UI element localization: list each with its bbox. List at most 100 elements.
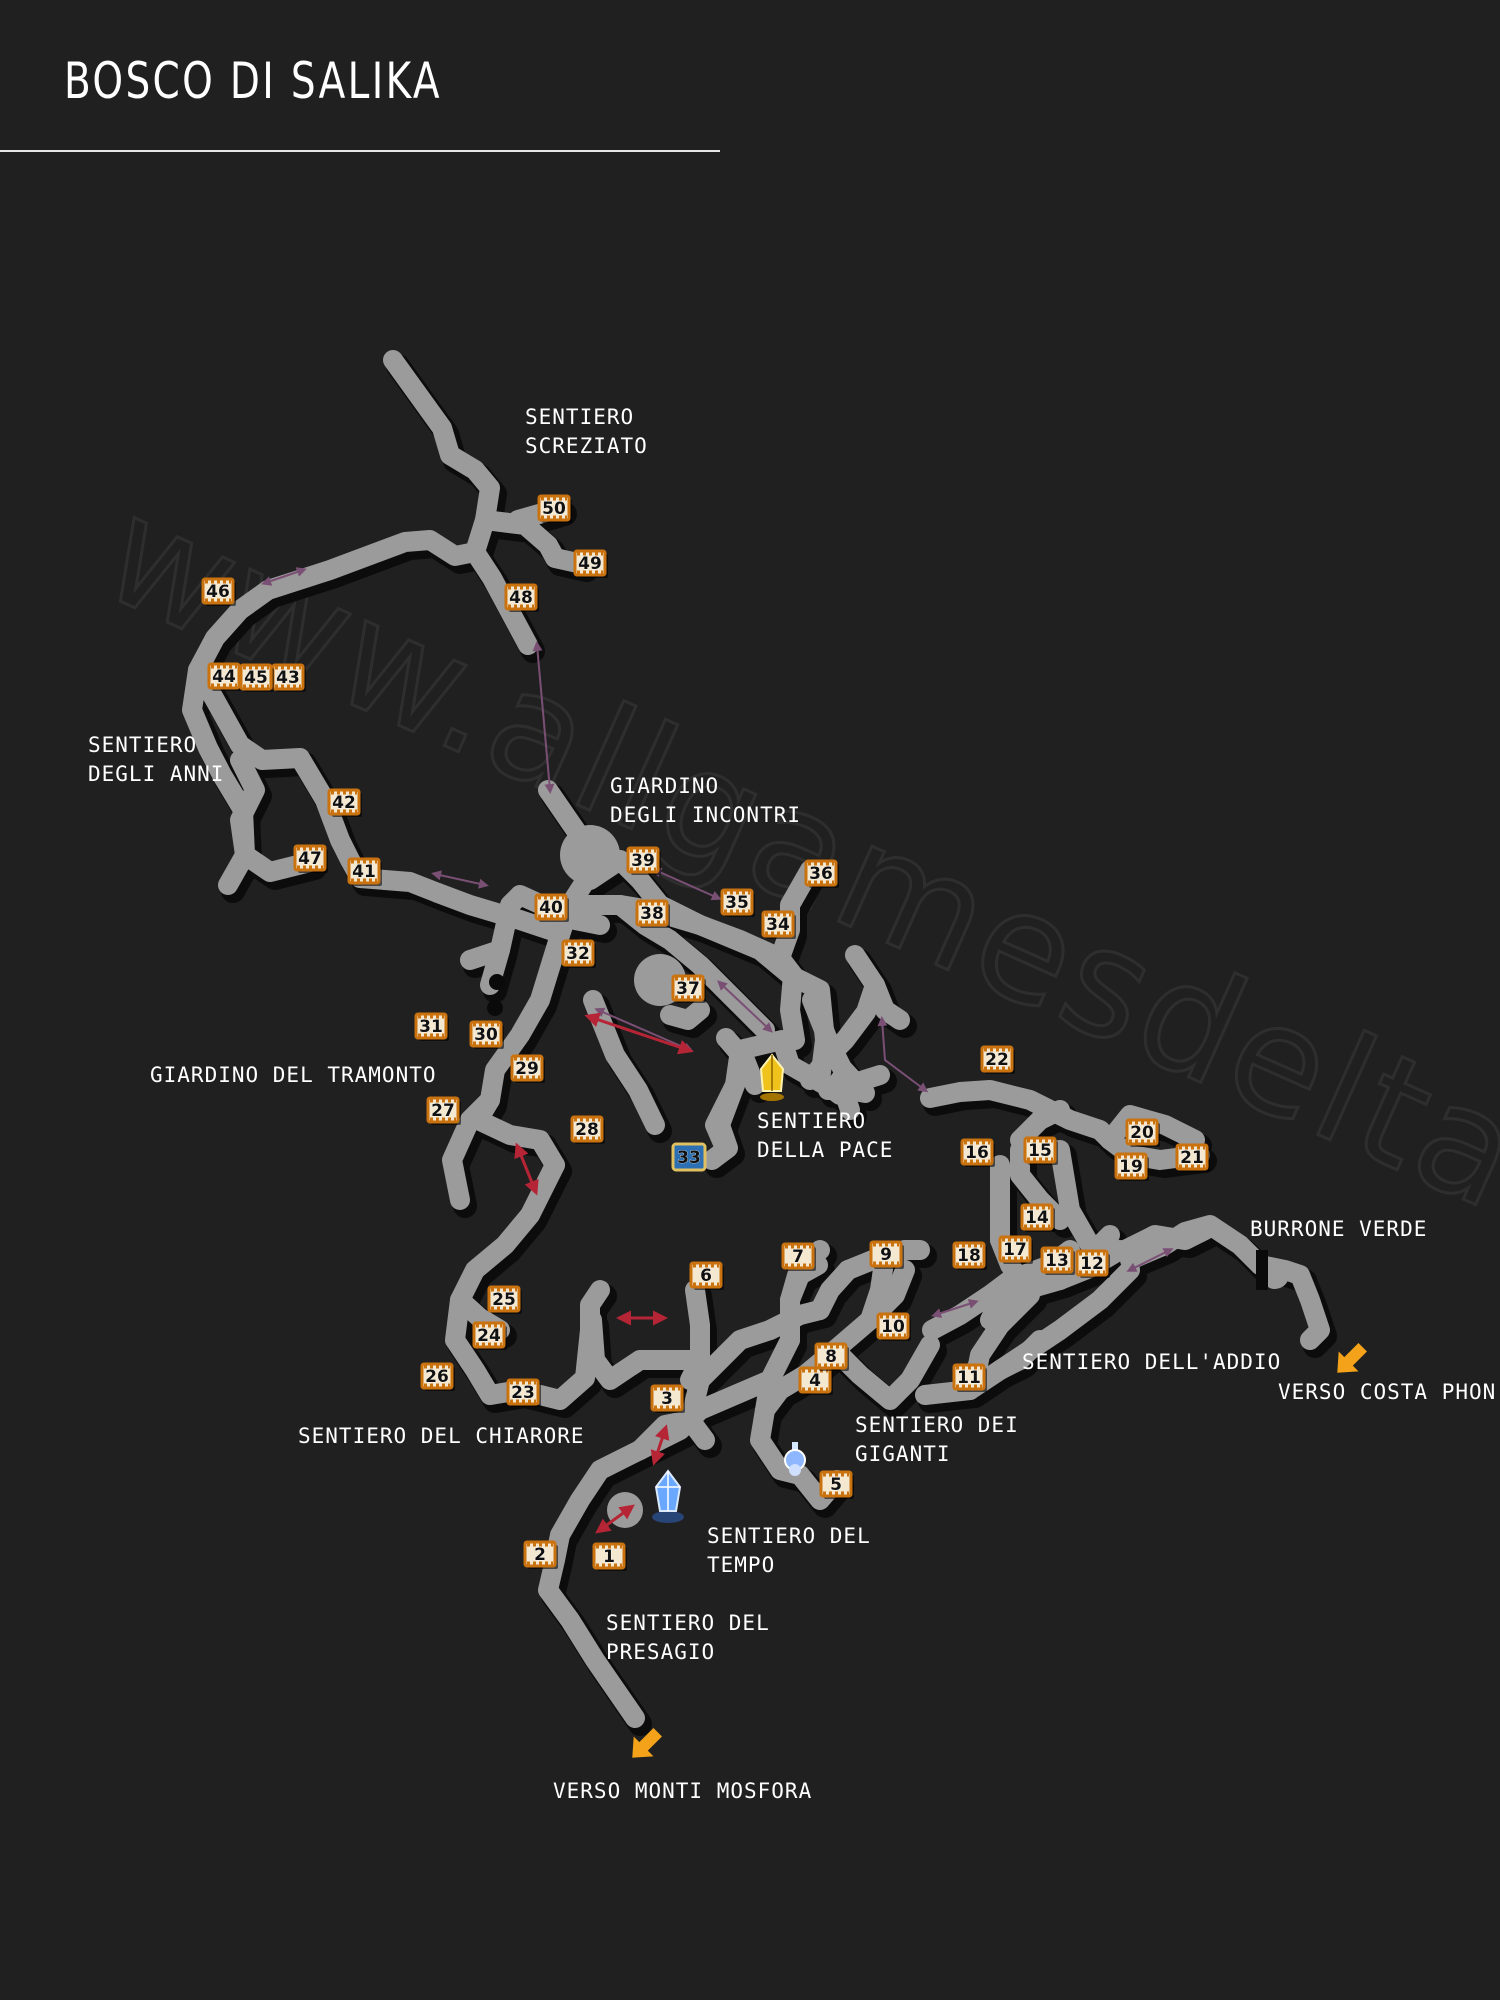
chest-marker-5[interactable]: 5 — [819, 1470, 854, 1499]
area-label-burrone-verde: BURRONE VERDE — [1250, 1217, 1427, 1241]
chest-marker-28[interactable]: 28 — [570, 1115, 605, 1144]
chest-marker-19[interactable]: 19 — [1114, 1152, 1149, 1181]
chest-marker-number: 9 — [880, 1245, 892, 1265]
map-icons — [622, 1053, 1372, 1767]
chest-marker-24[interactable]: 24 — [472, 1321, 507, 1350]
chest-marker-46[interactable]: 46 — [201, 577, 236, 606]
walkable-path — [428, 883, 560, 940]
chest-marker-number: 46 — [206, 582, 230, 602]
chest-marker-6[interactable]: 6 — [689, 1261, 724, 1290]
walkable-path — [230, 750, 320, 882]
chest-marker-1[interactable]: 1 — [592, 1542, 627, 1571]
chest-marker-32[interactable]: 32 — [561, 939, 596, 968]
chest-marker-12[interactable]: 12 — [1075, 1249, 1110, 1278]
area-label-line: TEMPO — [707, 1553, 775, 1577]
chest-marker-39[interactable]: 39 — [626, 846, 661, 875]
chest-marker-25[interactable]: 25 — [487, 1285, 522, 1314]
chest-marker-14[interactable]: 14 — [1020, 1203, 1055, 1232]
exit-arrow-costa-phon-icon[interactable] — [1327, 1337, 1372, 1382]
chest-marker-number: 32 — [566, 944, 590, 964]
exit-arrow-monti-mosfora-icon[interactable] — [622, 1722, 667, 1767]
chest-marker-20[interactable]: 20 — [1125, 1118, 1160, 1147]
chest-marker-21[interactable]: 21 — [1175, 1143, 1210, 1172]
chest-marker-26[interactable]: 26 — [420, 1362, 455, 1391]
area-label-giardino-del-tramonto: GIARDINO DEL TRAMONTO — [150, 1063, 437, 1087]
chest-marker-2[interactable]: 2 — [523, 1540, 558, 1569]
area-label-sentiero-della-pace: SENTIERO DELLA PACE — [757, 1109, 893, 1162]
chest-marker-number: 36 — [809, 864, 833, 884]
chest-marker-36[interactable]: 36 — [804, 859, 839, 888]
chest-marker-45[interactable]: 45 — [239, 663, 274, 692]
chest-marker-number: 5 — [830, 1475, 842, 1495]
area-label-line: DELLA PACE — [757, 1138, 893, 1162]
chest-marker-4[interactable]: 4 — [798, 1366, 833, 1395]
chest-marker-10[interactable]: 10 — [876, 1312, 911, 1341]
map-markers: 1234567891011121314151617181920212223242… — [201, 494, 1210, 1571]
chest-marker-15[interactable]: 15 — [1023, 1136, 1058, 1165]
gate-dot — [489, 974, 505, 990]
chest-marker-8[interactable]: 8 — [814, 1342, 849, 1371]
chest-marker-number: 44 — [212, 667, 236, 687]
area-label-verso-monti-mosfora: VERSO MONTI MOSFORA — [553, 1779, 812, 1803]
area-label-line: DEGLI INCONTRI — [610, 803, 801, 827]
chest-marker-11[interactable]: 11 — [952, 1363, 987, 1392]
area-label-line: BURRONE VERDE — [1250, 1217, 1427, 1241]
chest-marker-38[interactable]: 38 — [635, 899, 670, 928]
chest-marker-31[interactable]: 31 — [414, 1012, 449, 1041]
area-label-line: VERSO COSTA PHON — [1278, 1380, 1496, 1404]
walkable-path — [583, 990, 665, 1135]
chest-marker-27[interactable]: 27 — [426, 1096, 461, 1125]
walkable-path — [660, 1000, 710, 1030]
walkable-path — [825, 1335, 940, 1410]
chest-marker-number: 20 — [1130, 1123, 1154, 1143]
chest-marker-3[interactable]: 3 — [650, 1384, 685, 1413]
chest-marker-22[interactable]: 22 — [980, 1045, 1015, 1074]
chest-marker-41[interactable]: 41 — [347, 857, 382, 886]
chest-marker-35[interactable]: 35 — [720, 888, 755, 917]
chest-marker-number: 14 — [1025, 1208, 1049, 1228]
path-link — [514, 1142, 539, 1196]
chest-marker-33[interactable]: 33 — [671, 1142, 707, 1172]
chest-marker-number: 49 — [578, 554, 602, 574]
teleport-link — [532, 641, 555, 794]
area-label-line: SENTIERO — [757, 1109, 866, 1133]
chest-marker-18[interactable]: 18 — [952, 1241, 987, 1270]
chest-marker-number: 37 — [676, 979, 700, 999]
chest-marker-42[interactable]: 42 — [327, 788, 362, 817]
chest-marker-48[interactable]: 48 — [504, 583, 539, 612]
chest-marker-50[interactable]: 50 — [537, 494, 572, 523]
chest-marker-44[interactable]: 44 — [207, 662, 242, 691]
chest-marker-40[interactable]: 40 — [534, 893, 569, 922]
teleport-link — [261, 567, 307, 586]
chest-marker-number: 1 — [603, 1547, 615, 1567]
chest-marker-16[interactable]: 16 — [960, 1138, 995, 1167]
chest-marker-17[interactable]: 17 — [998, 1235, 1033, 1264]
map-title: BOSCO DI SALIKA — [64, 52, 442, 110]
chest-marker-number: 42 — [332, 793, 356, 813]
chest-marker-47[interactable]: 47 — [293, 844, 328, 873]
chest-marker-49[interactable]: 49 — [573, 549, 608, 578]
chest-marker-7[interactable]: 7 — [781, 1242, 816, 1271]
gold-crystal-icon — [759, 1053, 785, 1101]
area-label-line: VERSO MONTI MOSFORA — [553, 1779, 812, 1803]
teleport-link — [431, 870, 489, 889]
path-plaza — [560, 825, 620, 885]
chest-marker-number: 21 — [1180, 1148, 1204, 1168]
chest-marker-43[interactable]: 43 — [271, 663, 306, 692]
teleport-link — [651, 867, 722, 901]
chest-marker-9[interactable]: 9 — [869, 1240, 904, 1269]
chest-marker-13[interactable]: 13 — [1040, 1246, 1075, 1275]
chest-marker-34[interactable]: 34 — [761, 910, 796, 939]
path-link — [650, 1424, 670, 1466]
chest-marker-number: 19 — [1119, 1157, 1143, 1177]
chest-marker-number: 40 — [539, 898, 563, 918]
chest-marker-29[interactable]: 29 — [510, 1054, 545, 1083]
chest-marker-number: 12 — [1080, 1254, 1104, 1274]
chest-marker-30[interactable]: 30 — [469, 1020, 504, 1049]
title-underline — [0, 150, 720, 152]
walkable-path — [1120, 1215, 1330, 1350]
chest-marker-23[interactable]: 23 — [506, 1378, 541, 1407]
chest-marker-37[interactable]: 37 — [671, 974, 706, 1003]
